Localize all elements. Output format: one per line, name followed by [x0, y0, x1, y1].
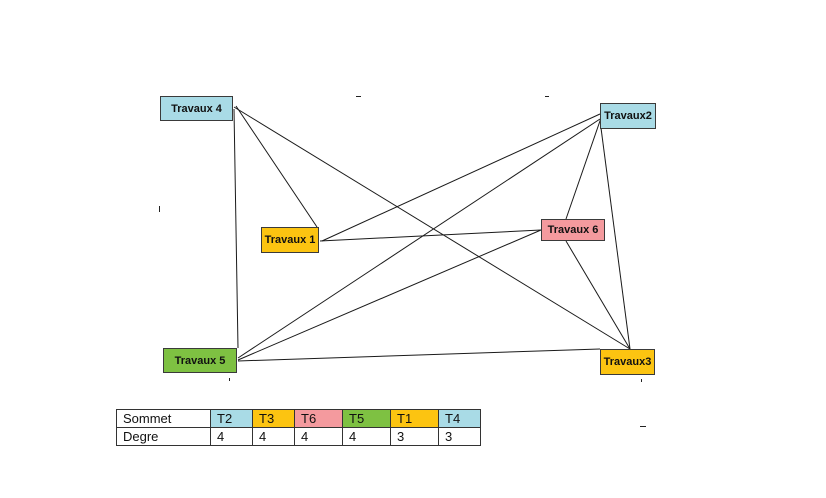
node-travaux-4: Travaux 4: [160, 96, 233, 121]
edge-t1-t6: [319, 229, 542, 242]
stray-mark: [545, 96, 549, 97]
sommet-cell: T6: [294, 409, 343, 428]
edge-t6-t5: [237, 229, 542, 361]
node-label: Travaux 6: [547, 224, 599, 236]
edge-t2-t5: [237, 118, 601, 359]
stray-mark: [159, 206, 160, 212]
sommet-cell: T2: [210, 409, 253, 428]
node-travaux-2: Travaux2: [600, 103, 656, 129]
degre-cell: 4: [342, 427, 391, 446]
node-travaux-5: Travaux 5: [163, 348, 237, 373]
edge-t4-t1: [235, 105, 318, 228]
row-header-sommet: Sommet: [116, 409, 211, 428]
stray-mark: [640, 426, 646, 427]
degre-cell: 3: [390, 427, 439, 446]
table-row-degre: Degre 4 4 4 4 3 3: [116, 427, 481, 446]
table-row-sommet: Sommet T2 T3 T6 T5 T1 T4: [116, 409, 481, 428]
sommet-cell: T3: [252, 409, 295, 428]
edge-t6-t3: [565, 240, 631, 350]
sommet-cell: T1: [390, 409, 439, 428]
degre-cell: 4: [252, 427, 295, 446]
degree-table: Sommet T2 T3 T6 T5 T1 T4 Degre 4 4 4 4 3…: [116, 409, 481, 446]
node-travaux-6: Travaux 6: [541, 219, 605, 241]
edge-t2-t6: [565, 117, 602, 220]
graph-edges: [233, 105, 631, 362]
edge-t2-t3: [600, 127, 631, 350]
node-travaux-1: Travaux 1: [261, 227, 319, 253]
edge-t4-t5: [233, 108, 239, 349]
row-header-degre: Degre: [116, 427, 211, 446]
degre-cell: 4: [294, 427, 343, 446]
degre-cell: 3: [438, 427, 481, 446]
stray-mark: [641, 379, 642, 382]
node-label: Travaux2: [604, 110, 652, 122]
node-label: Travaux 4: [171, 102, 222, 115]
node-label: Travaux3: [603, 356, 652, 368]
edge-t2-t1: [321, 113, 601, 242]
edge-t4-t3: [233, 106, 631, 350]
node-label: Travaux 1: [264, 234, 316, 246]
stray-mark: [356, 96, 361, 97]
node-label: Travaux 5: [174, 354, 226, 367]
sommet-cell: T5: [342, 409, 391, 428]
stray-mark: [229, 378, 230, 381]
edge-t5-t3: [237, 348, 601, 362]
node-travaux-3: Travaux3: [600, 349, 655, 375]
degre-cell: 4: [210, 427, 253, 446]
sommet-cell: T4: [438, 409, 481, 428]
